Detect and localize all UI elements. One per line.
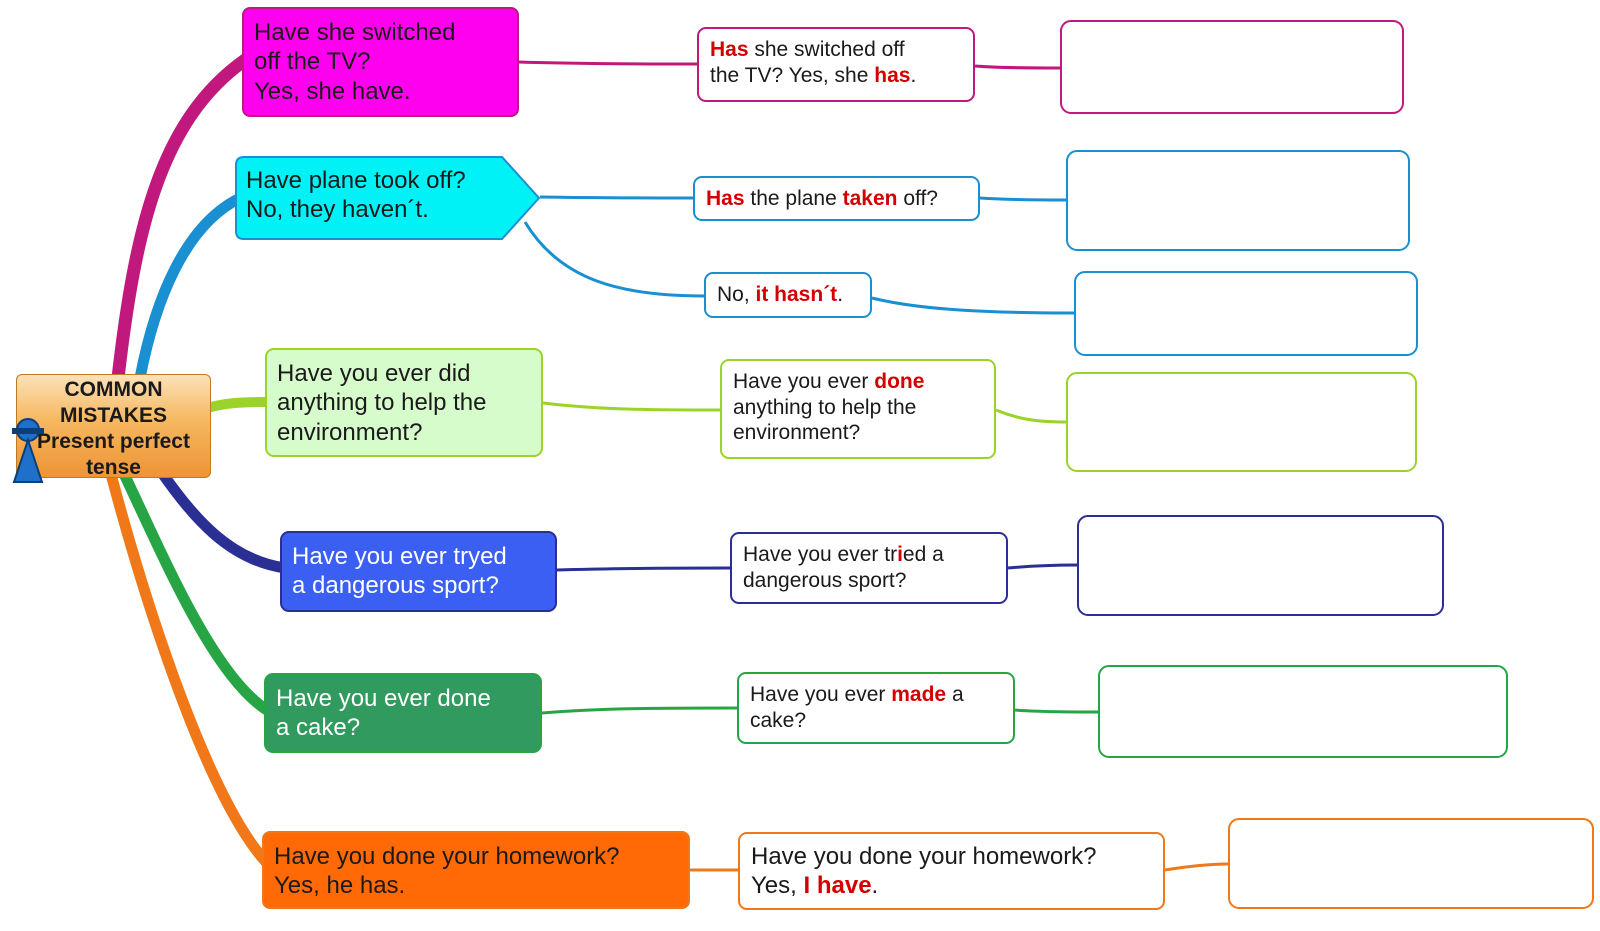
correction-highlight: I have bbox=[803, 872, 872, 900]
person-icon bbox=[12, 418, 44, 483]
correction-highlight: made bbox=[891, 683, 947, 706]
correction-text: the plane bbox=[744, 187, 843, 210]
link-1a bbox=[517, 60, 698, 66]
correction-highlight: has bbox=[874, 63, 911, 87]
correction-text: she switched off bbox=[748, 38, 905, 61]
mistake-box-4: Have you ever tryed a dangerous sport? bbox=[280, 531, 557, 612]
correction-text: Yes, bbox=[751, 872, 804, 900]
mistake-4-line-2: a dangerous sport? bbox=[292, 572, 499, 600]
correction-text: . bbox=[910, 63, 917, 87]
mistake-5-line-2: a cake? bbox=[276, 714, 361, 742]
branch-line-2 bbox=[134, 192, 246, 384]
link-5b bbox=[1014, 708, 1099, 714]
mistake-3-line-2: anything to help the bbox=[277, 389, 487, 417]
link-3a bbox=[542, 401, 721, 412]
link-2a bbox=[539, 195, 694, 200]
link-5a bbox=[541, 706, 738, 715]
correction-text: cake? bbox=[750, 708, 807, 732]
correction-text: a bbox=[946, 683, 964, 706]
branch-line-4 bbox=[154, 464, 291, 574]
answer-box-1[interactable] bbox=[1060, 20, 1404, 114]
link-4a bbox=[556, 566, 731, 572]
mistake-box-1: Have she switched off the TV? Yes, she h… bbox=[242, 7, 519, 117]
correction-text: . bbox=[871, 872, 879, 900]
mistake-box-2-shape bbox=[235, 156, 541, 240]
central-topic-line-3: Present perfect bbox=[37, 430, 190, 453]
mistake-6-line-1: Have you done your homework? bbox=[274, 843, 620, 870]
link-2d bbox=[871, 296, 1075, 315]
correction-box-2b: No, it hasn´t. bbox=[704, 272, 872, 318]
answer-box-2b[interactable] bbox=[1074, 271, 1418, 356]
branch-line-1 bbox=[111, 53, 252, 385]
mistake-1-line-3: Yes, she have. bbox=[254, 77, 411, 105]
correction-text: dangerous sport? bbox=[743, 568, 907, 592]
mistake-box-3: Have you ever did anything to help the e… bbox=[265, 348, 543, 457]
link-2b bbox=[979, 196, 1067, 202]
mistake-4-line-1: Have you ever tryed bbox=[292, 543, 507, 570]
correction-text: Have you ever bbox=[733, 370, 875, 393]
correction-highlight: it hasn´t bbox=[755, 283, 838, 306]
correction-highlight: Has bbox=[710, 38, 749, 61]
link-2c bbox=[523, 221, 705, 298]
mistake-3-line-1: Have you ever did bbox=[277, 360, 471, 387]
correction-text: the TV? Yes, she bbox=[710, 63, 875, 87]
mistake-box-2: Have plane took off? No, they haven´t. bbox=[236, 157, 526, 239]
link-6b bbox=[1164, 862, 1229, 872]
answer-box-3[interactable] bbox=[1066, 372, 1417, 472]
mistake-box-5: Have you ever done a cake? bbox=[264, 673, 542, 753]
mistake-2-line-1: Have plane took off? bbox=[246, 167, 466, 194]
correction-box-6: Have you done your homework?Yes, I have. bbox=[738, 832, 1165, 910]
central-topic-line-1: COMMON bbox=[64, 378, 163, 401]
link-3b bbox=[995, 408, 1067, 424]
branch-line-6 bbox=[106, 472, 272, 868]
central-topic-line-4: tense bbox=[86, 456, 141, 479]
mistake-2-line-2: No, they haven´t. bbox=[246, 196, 429, 224]
correction-highlight: taken bbox=[842, 187, 898, 210]
central-topic: COMMON MISTAKES Present perfect tense bbox=[16, 374, 211, 479]
answer-box-4[interactable] bbox=[1077, 515, 1444, 616]
correction-text: Have you done your homework? bbox=[751, 843, 1097, 870]
correction-box-2a: Has the plane taken off? bbox=[693, 176, 980, 221]
correction-highlight: Has bbox=[706, 187, 745, 210]
correction-text: Have you ever tr bbox=[743, 543, 898, 566]
correction-text: ed a bbox=[902, 543, 944, 566]
mistake-box-6: Have you done your homework? Yes, he has… bbox=[262, 831, 690, 909]
correction-text: environment? bbox=[733, 421, 861, 445]
mistake-6-line-2: Yes, he has. bbox=[274, 872, 406, 900]
answer-box-2a[interactable] bbox=[1066, 150, 1410, 251]
mistake-1-line-2: off the TV? bbox=[254, 48, 371, 76]
answer-box-6[interactable] bbox=[1228, 818, 1594, 909]
branch-line-5 bbox=[119, 470, 276, 718]
correction-text: off? bbox=[897, 187, 938, 210]
correction-text: Have you ever bbox=[750, 683, 892, 706]
mistake-3-line-3: environment? bbox=[277, 418, 423, 446]
correction-text: No, bbox=[717, 283, 756, 306]
link-1b bbox=[974, 64, 1061, 70]
central-topic-line-2: MISTAKES bbox=[60, 404, 167, 427]
correction-highlight: done bbox=[874, 370, 925, 393]
correction-highlight: i bbox=[897, 543, 903, 566]
answer-box-5[interactable] bbox=[1098, 665, 1508, 758]
correction-box-5: Have you ever made a cake? bbox=[737, 672, 1015, 744]
correction-text: . bbox=[837, 283, 844, 306]
mistake-1-line-1: Have she switched bbox=[254, 19, 456, 46]
mistake-5-line-1: Have you ever done bbox=[276, 685, 491, 712]
correction-text: anything to help the bbox=[733, 395, 917, 419]
link-4b bbox=[1007, 563, 1078, 570]
